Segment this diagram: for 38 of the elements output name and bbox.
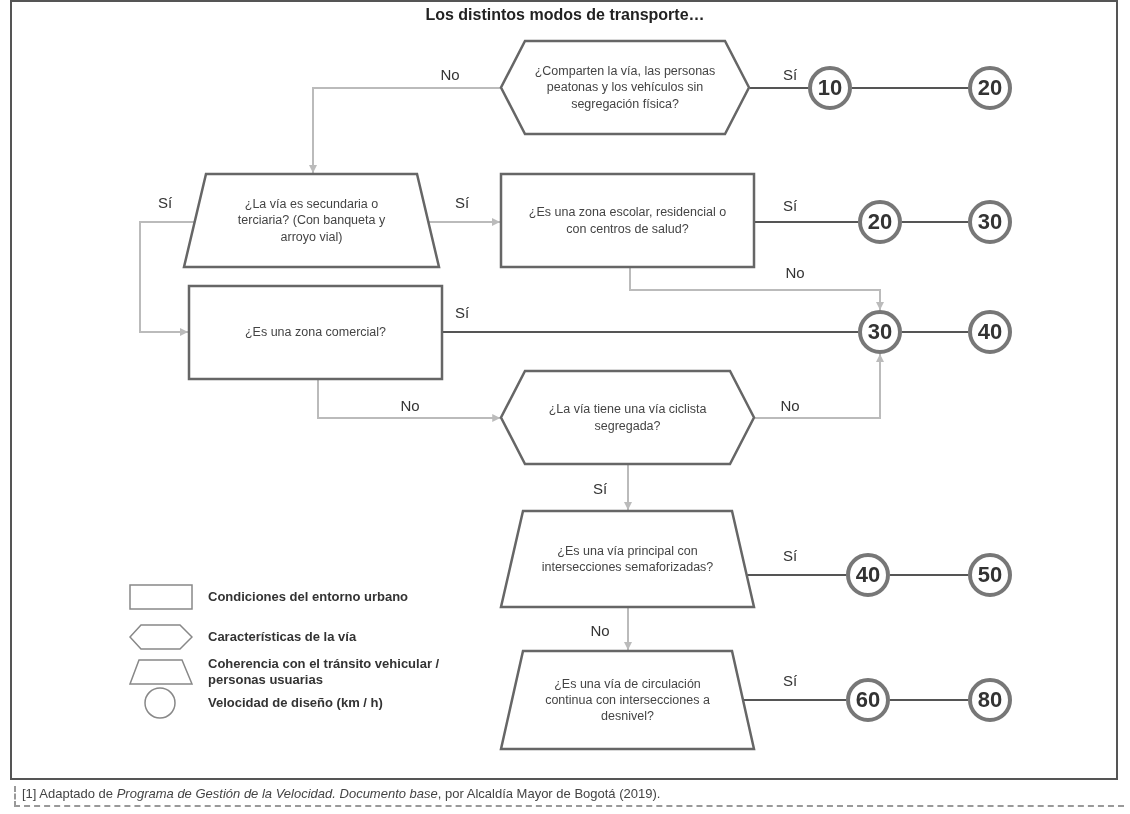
connector-line [901,331,969,333]
connector-line [901,221,969,223]
speed-circle: 30 [858,310,902,354]
connector-line [748,87,809,89]
speed-circle: 30 [968,200,1012,244]
arrow [317,379,502,422]
hexagon-decision: ¿La vía tiene una vía ciclista segregada? [500,370,755,465]
speed-circle: 50 [968,553,1012,597]
speed-circle: 40 [846,553,890,597]
connector-line [851,87,969,89]
trapezoid-decision: ¿Es una vía principal con intersecciones semaforizadas? [500,510,755,608]
speed-circle: 10 [808,66,852,110]
trapezoid-decision: ¿La vía es secundaria o terciaria? (Con banqueta y arroyo vial) [183,173,440,268]
connector-line [889,574,969,576]
speed-circle: 60 [846,678,890,722]
speed-circle: 80 [968,678,1012,722]
arrow [309,87,502,174]
legend-label: Coherencia con el tránsito vehicular / personas usuarias [208,656,441,689]
source-note: [1] Adaptado de Programa de Gestión de la Velocidad. Documento base, por Alcaldía Mayor de Bogotá (2019). [14,786,1124,807]
connector-line [754,221,859,223]
connector-line [746,574,847,576]
condition-box: ¿Es una zona escolar, residencial o con centros de salud? [500,173,755,268]
hexagon-decision: ¿Comparten la vía, las personas peatonas y los vehículos sin segregación física? [500,40,750,135]
arrow [629,267,884,311]
legend-label: Velocidad de diseño (km / h) [208,695,384,712]
condition-box: ¿Es una zona comercial? [188,285,443,380]
arrow [753,353,884,419]
legend-label: Condiciones del entorno urbano [208,589,410,606]
connector-line [442,331,859,333]
arrow [624,607,632,651]
diagram-title: Los distintos modos de transporte… [425,6,705,23]
speed-circle: 20 [858,200,902,244]
speed-circle: 20 [968,66,1012,110]
trapezoid-decision: ¿Es una vía de circulación continua con intersecciones a desnivel? [500,650,755,750]
speed-circle: 40 [968,310,1012,354]
legend-label: Características de la vía [208,629,358,646]
connector-line [889,699,969,701]
arrow [624,464,632,511]
